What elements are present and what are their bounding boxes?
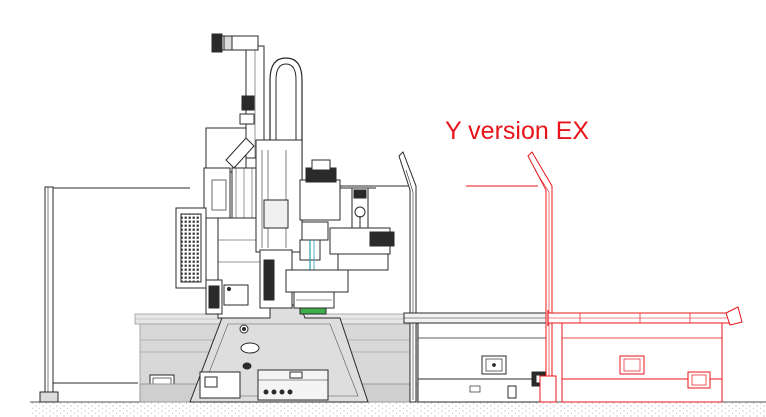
spindle-carriage [255, 139, 349, 315]
tool-changer [329, 187, 395, 271]
left-safety-fence [39, 186, 190, 403]
work-table [403, 312, 555, 403]
gantry-base [189, 304, 369, 403]
cable-hose [211, 33, 303, 219]
y-version-ex-extension [466, 151, 743, 403]
floor [30, 401, 766, 417]
machine-column [175, 127, 271, 319]
y-version-ex-label: Y version EX [445, 117, 590, 145]
middle-fence-post [340, 151, 417, 403]
